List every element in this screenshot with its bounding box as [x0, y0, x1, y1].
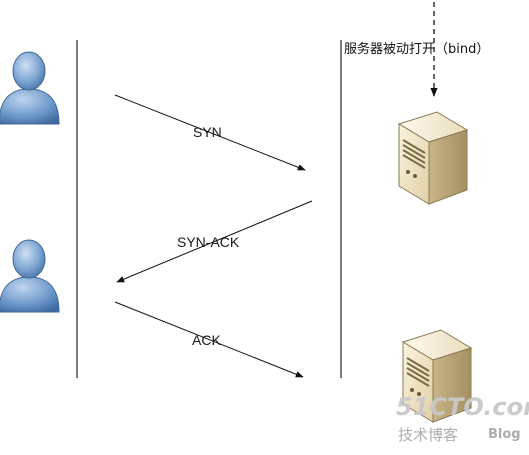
- watermark: 51CTO.com 技术博客 Blog: [396, 393, 529, 444]
- watermark-subtitle: 技术博客: [398, 426, 458, 444]
- syn-ack-arrow: [116, 200, 313, 283]
- syn-ack-label: SYN-ACK: [177, 234, 240, 250]
- server-icon: [401, 329, 473, 423]
- ack-label: ACK: [192, 332, 221, 348]
- watermark-site: 51CTO.com: [396, 393, 529, 421]
- server-icon: [397, 111, 469, 205]
- server-note: 服务器被动打开（bind）: [344, 41, 489, 57]
- syn-label: SYN: [193, 124, 222, 140]
- ack-arrow: [114, 301, 304, 378]
- watermark-blog: Blog: [488, 427, 521, 442]
- user-icon: [0, 239, 60, 313]
- syn-arrow: [114, 94, 306, 171]
- user-icon: [0, 51, 60, 125]
